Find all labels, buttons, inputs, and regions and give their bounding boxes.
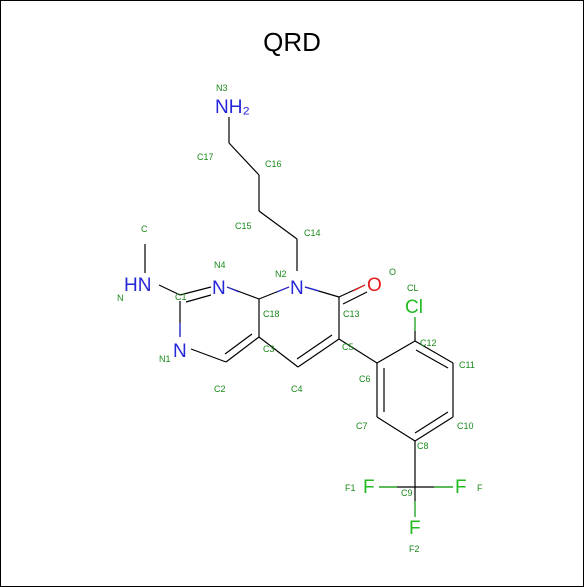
label-c13: C13 — [343, 309, 360, 319]
atom-f-right: F — [455, 477, 467, 498]
heteroatom-bond-tints — [179, 284, 453, 517]
label-n: N — [117, 293, 124, 303]
bond-c5-c4 — [297, 338, 340, 368]
bond-c1-n4-inner — [185, 294, 212, 303]
atom-f1: F — [363, 477, 375, 498]
bond-tint-o — [352, 284, 366, 292]
atom-o: O — [367, 275, 382, 296]
bond-c12-c11 — [414, 340, 454, 364]
bond-c5-c6 — [338, 338, 378, 364]
label-n1: N1 — [159, 354, 171, 364]
label-c14: C14 — [304, 228, 321, 238]
label-c3: C3 — [263, 344, 275, 354]
label-c2: C2 — [214, 384, 226, 394]
bond-tint-n2-c18 — [276, 286, 290, 293]
label-n2: N2 — [275, 269, 287, 279]
bond-c6-c12 — [376, 340, 416, 364]
atom-labels: N3 C17 C16 C15 C14 C N N4 N2 O CL C1 C18… — [117, 83, 483, 554]
label-f2: F2 — [409, 544, 420, 554]
label-c5: C5 — [342, 342, 354, 352]
label-f: F — [477, 483, 483, 493]
label-o: O — [389, 267, 396, 277]
bond-n-c1 — [158, 284, 181, 296]
label-c12: C12 — [420, 338, 437, 348]
bond-c1-n4 — [179, 286, 212, 296]
bond-c12-c11-inner — [415, 349, 449, 369]
label-c4: C4 — [291, 384, 303, 394]
bond-c3-c2-inner — [224, 333, 253, 355]
bond-c8-c7 — [376, 416, 416, 442]
label-c: C — [141, 224, 148, 234]
atom-f2: F — [409, 518, 421, 539]
bond-c2-n1 — [190, 348, 227, 363]
bond-c3-c2 — [225, 336, 260, 363]
bond-c10-c8-inner — [414, 411, 449, 434]
label-c1: C1 — [175, 292, 187, 302]
bond-c13-o-inner — [342, 291, 368, 305]
atom-nh2: NH₂ — [215, 97, 250, 118]
label-c15: C15 — [235, 221, 252, 231]
bond-c4-c3 — [258, 336, 299, 368]
atom-n4: N — [212, 278, 226, 299]
label-c18: C18 — [263, 309, 280, 319]
bond-c17-c16 — [228, 142, 260, 176]
label-c9: C9 — [401, 488, 413, 498]
atom-symbols: NH₂ HN N N N O Cl F F F — [124, 97, 467, 539]
atom-n1: N — [173, 341, 187, 362]
label-c8: C8 — [417, 441, 429, 451]
atom-hn: HN — [124, 275, 151, 296]
bond-c5-c4-inner — [296, 334, 333, 360]
label-c17: C17 — [197, 152, 214, 162]
bond-c10-c8 — [414, 416, 454, 442]
label-cl: CL — [407, 283, 419, 293]
label-c10: C10 — [457, 421, 474, 431]
label-n3: N3 — [216, 83, 228, 93]
bond-tint-n4 — [226, 286, 240, 293]
label-f1: F1 — [345, 483, 356, 493]
label-n4: N4 — [214, 260, 226, 270]
molecule-title: QRD — [263, 27, 321, 57]
label-c11: C11 — [459, 360, 475, 370]
label-c7: C7 — [356, 421, 368, 431]
bond-c15-c14 — [258, 210, 298, 240]
atom-n2: N — [290, 278, 304, 299]
atom-cl: Cl — [405, 297, 423, 318]
label-c6: C6 — [359, 374, 371, 384]
label-c16: C16 — [265, 159, 282, 169]
bond-tint-n2-c13 — [304, 286, 320, 292]
